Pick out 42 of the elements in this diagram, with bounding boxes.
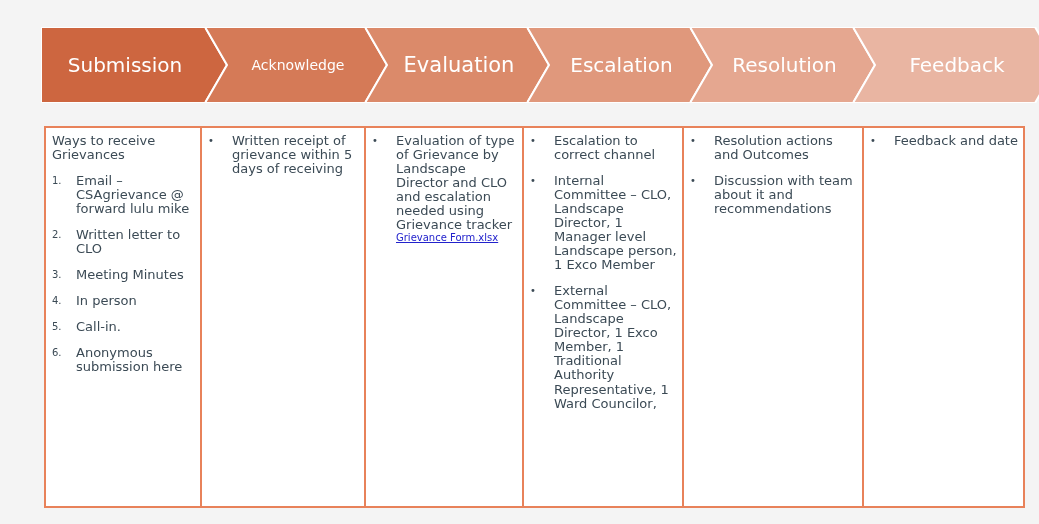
step-label: Escalation <box>570 53 673 77</box>
list-marker: • <box>530 174 537 189</box>
list-item: Written receipt of grievance within 5 days of receiving <box>232 134 354 177</box>
list-item: Escalation to correct channel <box>554 134 657 163</box>
list-marker: • <box>530 134 537 148</box>
stage-column <box>364 126 524 508</box>
stage-column <box>200 126 366 508</box>
list-marker: 5. <box>52 320 63 335</box>
column-heading: Ways to receive Grievances <box>52 134 157 163</box>
step-label: Evaluation <box>403 53 515 77</box>
list-marker: • <box>690 134 697 148</box>
list-item: Resolution actions and Outcomes <box>714 134 834 163</box>
stage-column <box>44 126 202 508</box>
step-label: Resolution <box>732 53 837 77</box>
list-marker: 2. <box>52 228 63 243</box>
list-marker: 4. <box>52 294 63 309</box>
step-label: Acknowledge <box>251 57 345 73</box>
list-marker: 6. <box>52 346 63 361</box>
list-marker: 3. <box>52 268 63 283</box>
list-item: Email – CSAgrievance @ forward lulu mike <box>76 174 191 217</box>
stage-column <box>862 126 1025 508</box>
list-marker: • <box>208 134 215 148</box>
list-marker: • <box>870 134 877 148</box>
list-marker: • <box>372 134 379 148</box>
file-link: Grievance Form.xlsx <box>396 233 500 244</box>
list-item: Feedback and date <box>894 134 1019 149</box>
step-label: Feedback <box>909 53 1005 77</box>
list-item: Discussion with team about it and recommendations <box>714 174 854 217</box>
list-item: In person <box>76 294 138 309</box>
list-marker: 1. <box>52 174 63 189</box>
stage-column <box>522 126 684 508</box>
list-item: Meeting Minutes <box>76 268 185 283</box>
list-marker: • <box>690 174 697 189</box>
list-item: Call-in. <box>76 320 122 335</box>
list-item: Internal Committee – CLO, Landscape Director, 1 Manager level Landscape person, 1 Exco Member <box>554 174 678 273</box>
stage-column <box>682 126 864 508</box>
step-label: Submission <box>67 53 183 77</box>
list-marker: • <box>530 284 537 299</box>
list-item: Evaluation of type of Grievance by Landscape Director and CLO and escalation needed using Grievance tracker <box>396 134 516 233</box>
list-item: Written letter to CLO <box>76 228 182 257</box>
list-item: External Committee – CLO, Landscape Director, 1 Exco Member, 1 Traditional Authority Representative, 1 Ward Councilor, <box>554 284 673 411</box>
list-item: Anonymous submission here <box>76 346 184 375</box>
